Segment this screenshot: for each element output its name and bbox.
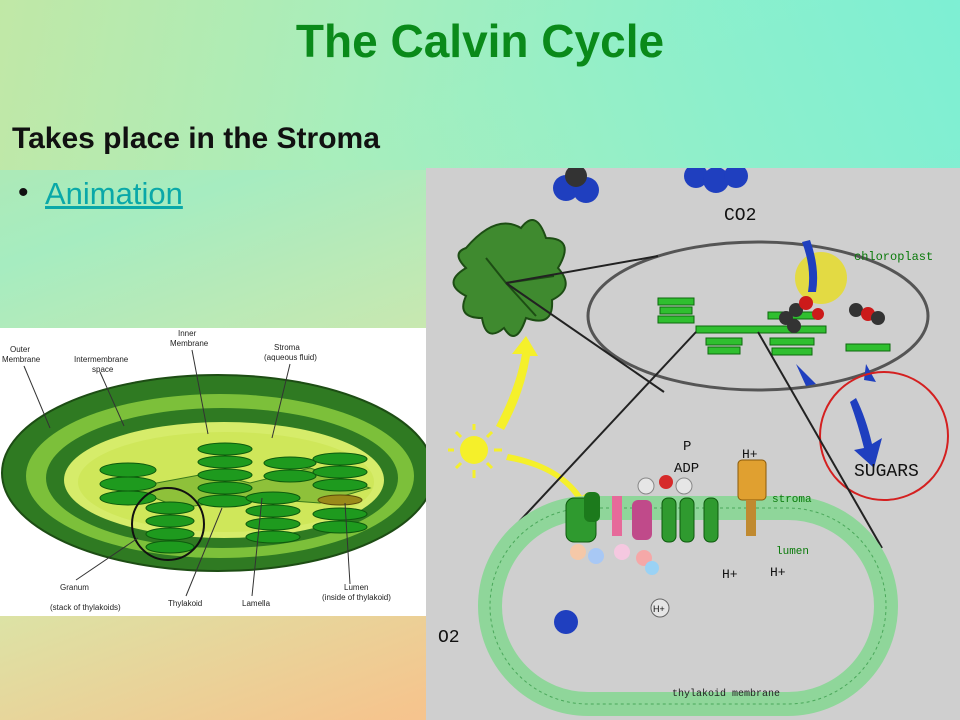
h-plus-label-2: H+ <box>770 565 786 580</box>
label-lumen-2: (inside of thylakoid) <box>322 593 391 602</box>
chloroplast-outline <box>586 240 930 392</box>
label-granum-1: Granum <box>60 583 89 592</box>
granum-stack-6 <box>312 452 368 534</box>
label-outer-membrane-2: Membrane <box>2 355 41 364</box>
photosynthesis-animation-frame: CO2 chloroplast <box>426 168 960 720</box>
oxygen-molecule-icon <box>554 610 578 634</box>
chloroplast-structure-diagram: Outer Membrane Intermembrane space Inner… <box>0 328 435 616</box>
sun-icon <box>448 424 502 478</box>
label-intermembrane-2: space <box>92 365 114 374</box>
granum-stack-4 <box>245 491 301 544</box>
zoom-line-1 <box>505 255 659 284</box>
blue-flow-arrows <box>796 240 882 468</box>
atp-synthase-icon <box>737 459 767 501</box>
animation-link[interactable]: Animation <box>45 176 183 211</box>
label-leader-lines <box>23 349 351 597</box>
thylakoid-membrane-texture <box>489 507 887 705</box>
h-plus-ion-icon: H+ <box>650 598 670 618</box>
h-plus-label-top: H+ <box>742 447 758 462</box>
slide-header-background <box>0 0 960 170</box>
slide-subtitle: Takes place in the Stroma <box>12 122 380 155</box>
stroma-label: stroma <box>772 494 812 506</box>
granum-stack-2 <box>145 501 195 554</box>
leaf-icon <box>452 219 567 337</box>
zoom-line-2 <box>505 282 665 393</box>
lumen-highlight <box>317 494 363 506</box>
o2-label: O2 <box>438 628 460 648</box>
granum-highlight-circle <box>131 487 205 561</box>
adp-label: ADP <box>674 461 699 477</box>
label-thylakoid: Thylakoid <box>168 599 202 608</box>
label-stroma-2: (aqueous fluid) <box>264 353 317 362</box>
rubisco-highlight <box>795 252 847 304</box>
chloroplast-label: chloroplast <box>854 250 933 264</box>
animation-svg: CO2 chloroplast <box>438 168 949 716</box>
co2-molecule-icon-2 <box>684 168 748 193</box>
co2-molecule-icon <box>553 168 599 203</box>
label-inner-membrane-2: Membrane <box>170 339 209 348</box>
phosphate-label: P <box>683 439 691 455</box>
slide-title: The Calvin Cycle <box>295 15 665 67</box>
membrane-label: thylakoid membrane <box>672 688 780 700</box>
molecule-chain-icon <box>779 296 885 333</box>
co2-label: CO2 <box>724 206 756 226</box>
light-arrow-to-leaf <box>496 336 538 430</box>
label-inner-membrane-1: Inner <box>178 329 197 338</box>
h-plus-label-1: H+ <box>722 567 738 582</box>
sugars-highlight-circle <box>819 371 949 501</box>
chloroplast-svg: Outer Membrane Intermembrane space Inner… <box>1 329 435 612</box>
photosystem-proteins <box>565 459 767 575</box>
label-lumen-1: Lumen <box>344 583 368 592</box>
zoom-line-4 <box>757 331 883 549</box>
h-plus-ion-label: H+ <box>653 604 665 614</box>
label-outer-membrane-1: Outer <box>10 345 30 354</box>
label-granum-2: (stack of thylakoids) <box>50 603 121 612</box>
lumen-label: lumen <box>776 546 809 558</box>
zoom-line-3 <box>501 331 697 541</box>
granum-stack-5 <box>263 456 317 483</box>
granum-stack-3 <box>197 442 253 508</box>
bullet-marker: • <box>18 176 29 209</box>
label-intermembrane-1: Intermembrane <box>74 355 129 364</box>
label-stroma-1: Stroma <box>274 343 300 352</box>
sugars-label: SUGARS <box>854 462 919 482</box>
granum-stack-1 <box>99 462 157 506</box>
label-lamella: Lamella <box>242 599 271 608</box>
